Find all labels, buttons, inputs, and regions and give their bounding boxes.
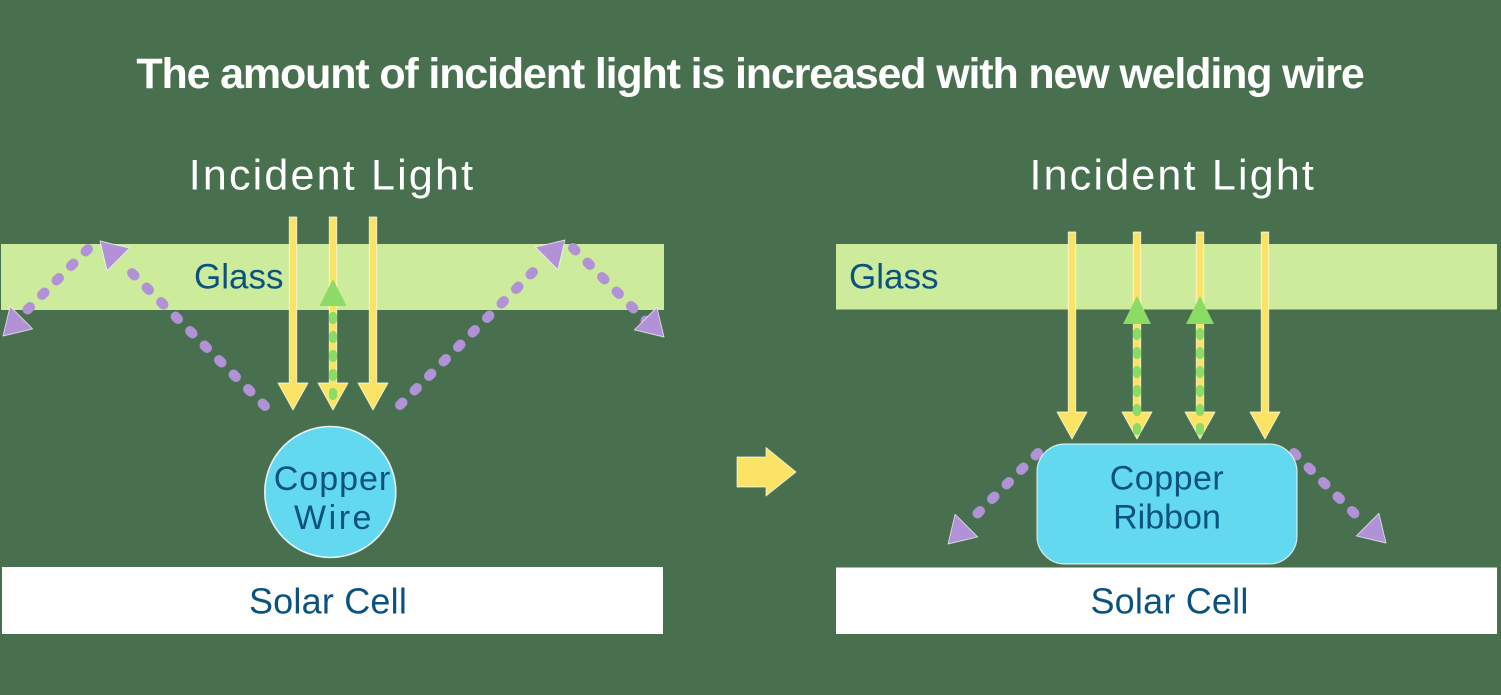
svg-text:Glass: Glass xyxy=(849,258,938,297)
svg-text:Copper: Copper xyxy=(274,460,392,498)
svg-text:Incident Light: Incident Light xyxy=(1029,152,1316,200)
svg-text:Copper: Copper xyxy=(1110,460,1225,498)
svg-text:Solar Cell: Solar Cell xyxy=(249,581,407,622)
svg-text:Ribbon: Ribbon xyxy=(1113,499,1221,537)
svg-text:Solar Cell: Solar Cell xyxy=(1090,581,1248,622)
svg-text:Wire: Wire xyxy=(294,499,374,537)
svg-text:The amount of incident light i: The amount of incident light is increase… xyxy=(136,50,1363,98)
svg-text:Incident Light: Incident Light xyxy=(189,152,476,200)
svg-text:Glass: Glass xyxy=(194,258,283,297)
